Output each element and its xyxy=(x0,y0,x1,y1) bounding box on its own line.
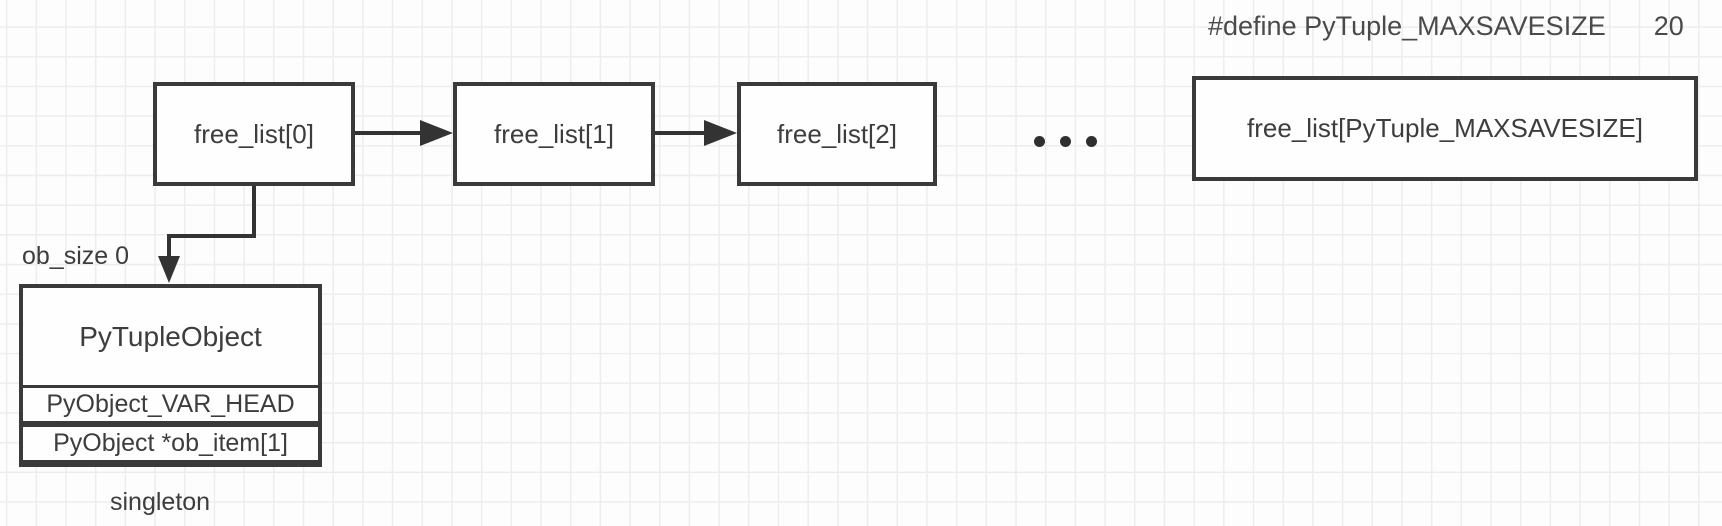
arrow-shaft xyxy=(355,131,423,135)
ob-size-label: ob_size 0 xyxy=(22,242,130,270)
node-free-list-maxsavesize: free_list[PyTuple_MAXSAVESIZE] xyxy=(1192,76,1698,181)
node-label: free_list[1] xyxy=(494,118,614,149)
node-label: free_list[PyTuple_MAXSAVESIZE] xyxy=(1247,113,1643,143)
tuple-row-ob-item: PyObject *ob_item[1] xyxy=(23,424,318,463)
ellipsis-dot xyxy=(1086,136,1097,147)
arrow-head xyxy=(420,120,453,146)
node-label: free_list[0] xyxy=(194,118,314,149)
ellipsis-icon xyxy=(1034,136,1097,147)
arrow-head xyxy=(704,120,737,146)
ellipsis-dot xyxy=(1060,136,1071,147)
node-free-list-1: free_list[1] xyxy=(453,82,655,186)
connector-line xyxy=(252,186,256,238)
macro-value: 20 xyxy=(1653,11,1684,41)
pytupleobject-box: PyTupleObject PyObject_VAR_HEAD PyObject… xyxy=(19,284,322,467)
pytupleobject-title: PyTupleObject xyxy=(79,320,262,352)
connector-line xyxy=(167,234,256,238)
node-label: free_list[2] xyxy=(777,118,897,149)
connector-line xyxy=(167,234,171,260)
macro-define-note: #define PyTuple_MAXSAVESIZE 20 xyxy=(1208,11,1684,42)
arrow-down-icon xyxy=(158,256,180,283)
tuple-row-var-head: PyObject_VAR_HEAD xyxy=(23,385,318,424)
arrow-shaft xyxy=(655,131,709,135)
ellipsis-dot xyxy=(1034,136,1045,147)
macro-directive: #define PyTuple_MAXSAVESIZE xyxy=(1208,11,1606,41)
node-free-list-2: free_list[2] xyxy=(737,82,937,186)
node-free-list-0: free_list[0] xyxy=(153,82,355,186)
singleton-label: singleton xyxy=(110,488,211,516)
